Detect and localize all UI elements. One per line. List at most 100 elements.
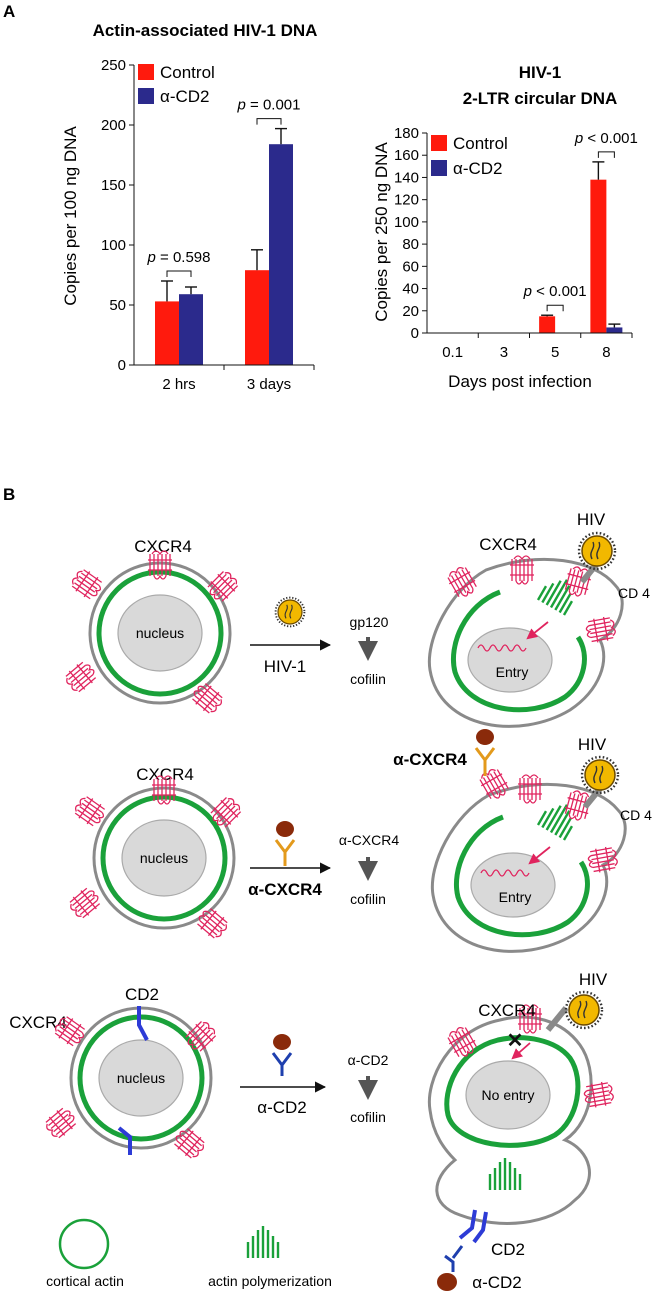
row3-result-cxcr4-label: CXCR4 bbox=[478, 1001, 536, 1020]
row1-cxcr4-label: CXCR4 bbox=[134, 537, 192, 556]
row2-nucleus-label: nucleus bbox=[140, 850, 188, 866]
row1-cd4-label: CD 4 bbox=[618, 585, 650, 601]
legend-actin-polymerization-label: actin polymerization bbox=[208, 1273, 332, 1289]
row1-nucleus-label: nucleus bbox=[136, 625, 184, 641]
xtick-label: 3 days bbox=[247, 376, 291, 393]
diagram-row-3: CD2 CXCR4 nucleus α-CD2 α-CD2 cofilin bbox=[9, 970, 616, 1292]
row1-arrow-label: HIV-1 bbox=[264, 657, 307, 676]
row2-antibody-icon bbox=[274, 821, 296, 866]
p-value-label: p < 0.001 bbox=[574, 130, 638, 147]
row2-hiv-label: HIV bbox=[578, 735, 607, 754]
chart2-ylabel: Copies per 250 ng DNA bbox=[372, 142, 391, 322]
bar bbox=[590, 179, 607, 333]
row3-trigger-label: α-CD2 bbox=[348, 1052, 389, 1068]
legend-swatch bbox=[431, 160, 447, 176]
panel-b-label: B bbox=[3, 485, 15, 504]
legend-swatch bbox=[431, 135, 447, 151]
p-value-label: p < 0.001 bbox=[523, 283, 587, 300]
significance-bracket bbox=[597, 151, 615, 158]
row2-entry-label: Entry bbox=[499, 889, 532, 905]
ytick-label: 0 bbox=[411, 325, 419, 342]
row2-result-nucleus bbox=[470, 852, 556, 918]
ytick-label: 0 bbox=[118, 357, 126, 374]
row3-result-cd2-label: CD2 bbox=[491, 1240, 525, 1259]
row3-nucleus-label: nucleus bbox=[117, 1070, 165, 1086]
row3-cd4 bbox=[545, 1006, 569, 1032]
bar bbox=[155, 301, 179, 365]
diagram-row-2: CXCR4 nucleus α-CXCR4 α-CXCR4 cofilin bbox=[65, 729, 652, 953]
xtick-label: 3 bbox=[500, 344, 508, 361]
row1-infected-cell: Entry bbox=[427, 555, 624, 728]
row2-viral-dna bbox=[480, 869, 530, 877]
row3-no-entry-label: No entry bbox=[482, 1087, 535, 1103]
legend-swatch bbox=[138, 64, 154, 80]
row1-hiv-label: HIV bbox=[577, 510, 606, 529]
row3-cd2-cluster bbox=[458, 1209, 488, 1244]
ytick-label: 150 bbox=[101, 177, 126, 194]
row2-antibody-label: α-CXCR4 bbox=[393, 750, 467, 769]
row1-resting-cell: nucleus bbox=[61, 550, 242, 718]
row3-block-cross-icon: ✕ bbox=[507, 1030, 524, 1052]
p-value-label: p = 0.598 bbox=[147, 249, 211, 266]
legend-actin-polymerization-icon bbox=[246, 1224, 280, 1260]
significance-bracket bbox=[166, 270, 192, 277]
row1-entry-label: Entry bbox=[496, 664, 529, 680]
row3-result-nucleus bbox=[465, 1060, 551, 1130]
row3-nucleus bbox=[98, 1039, 184, 1117]
legend-cortical-actin-icon bbox=[58, 1218, 110, 1270]
row2-resting-cell: nucleus bbox=[65, 775, 245, 943]
row2-hiv-virion bbox=[580, 755, 620, 795]
row3-resting-cell: nucleus bbox=[41, 1006, 220, 1163]
row3-hiv-label: HIV bbox=[579, 970, 608, 989]
significance-bracket bbox=[546, 304, 564, 312]
ytick-label: 100 bbox=[394, 214, 419, 231]
xtick-label: 8 bbox=[602, 344, 610, 361]
p-value-label: p = 0.001 bbox=[237, 97, 301, 114]
bar bbox=[539, 316, 556, 333]
row1-hiv-virion bbox=[577, 531, 617, 571]
row3-cd2-top bbox=[137, 1006, 149, 1041]
row3-receptor-bottomleft bbox=[41, 1104, 80, 1142]
row3-blocked-arrow bbox=[511, 1042, 531, 1060]
row2-cofilin-label: cofilin bbox=[350, 891, 386, 907]
xtick-label: 5 bbox=[551, 344, 559, 361]
row1-nucleus bbox=[117, 594, 203, 672]
legend-label: Control bbox=[160, 63, 215, 82]
legend-label: α-CD2 bbox=[160, 87, 210, 106]
row2-entry-arrow bbox=[528, 846, 551, 865]
chart2-subtitle: 2-LTR circular DNA bbox=[463, 89, 618, 108]
xtick-label: 2 hrs bbox=[162, 376, 195, 393]
ytick-label: 160 bbox=[394, 147, 419, 164]
ytick-label: 120 bbox=[394, 192, 419, 209]
bar bbox=[269, 144, 293, 365]
row1-result-nucleus bbox=[467, 627, 553, 693]
xtick-label: 0.1 bbox=[442, 344, 463, 361]
row2-cd4-label: CD 4 bbox=[620, 807, 652, 823]
ytick-label: 140 bbox=[394, 169, 419, 186]
chart1-ylabel: Copies per 100 ng DNA bbox=[61, 126, 80, 306]
ytick-label: 180 bbox=[394, 125, 419, 142]
chart2-xlabel: Days post infection bbox=[448, 372, 592, 391]
ytick-label: 100 bbox=[101, 237, 126, 254]
legend-label: α-CD2 bbox=[453, 159, 503, 178]
panel-a-label: A bbox=[3, 2, 15, 21]
ytick-label: 80 bbox=[402, 236, 419, 253]
row1-viral-dna bbox=[477, 644, 527, 652]
legend-label: Control bbox=[453, 134, 508, 153]
ytick-label: 40 bbox=[402, 281, 419, 298]
chart-actin-associated-dna: Actin-associated HIV-1 DNA Copies per 10… bbox=[61, 21, 317, 393]
row1-receptor-bottomleft bbox=[61, 658, 100, 696]
ytick-label: 60 bbox=[402, 258, 419, 275]
bar bbox=[179, 294, 203, 365]
row1-entry-arrow bbox=[526, 621, 549, 640]
row1-virus-icon bbox=[274, 596, 306, 628]
significance-bracket bbox=[256, 118, 282, 125]
bar bbox=[245, 270, 269, 365]
row1-result-cxcr4-label: CXCR4 bbox=[479, 535, 537, 554]
row1-gp120-label: gp120 bbox=[350, 614, 389, 630]
row3-cd2-bottom bbox=[117, 1126, 132, 1155]
ytick-label: 20 bbox=[402, 303, 419, 320]
ytick-label: 200 bbox=[101, 117, 126, 134]
diagram-legend: cortical actin actin polymerization bbox=[46, 1218, 332, 1289]
